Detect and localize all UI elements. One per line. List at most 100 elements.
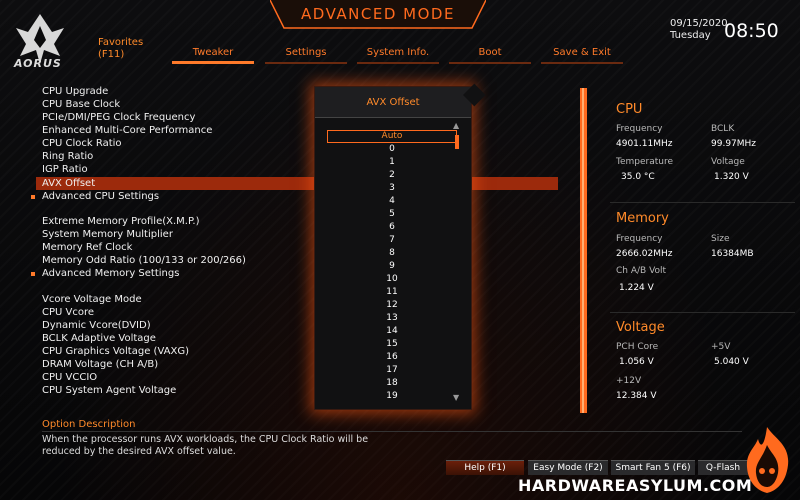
12v-label: +12V xyxy=(616,376,642,386)
cpu-temperature-value: 35.0 °C xyxy=(621,172,655,182)
scroll-up-arrow-icon[interactable]: ▲ xyxy=(453,121,460,130)
setting-bclk-adaptive[interactable]: BCLK Adaptive Voltage xyxy=(42,333,156,344)
setting-vcore-mode[interactable]: Vcore Voltage Mode xyxy=(42,294,142,305)
section-divider xyxy=(610,202,795,203)
option-description-title: Option Description xyxy=(42,419,136,430)
option-11[interactable]: 11 xyxy=(386,287,398,297)
option-5[interactable]: 5 xyxy=(389,209,395,219)
setting-igp-ratio[interactable]: IGP Ratio xyxy=(42,164,88,175)
scrollbar-thumb[interactable] xyxy=(455,135,459,149)
tab-boot-underline xyxy=(449,62,531,64)
setting-dynamic-vcore[interactable]: Dynamic Vcore(DVID) xyxy=(42,320,151,331)
watermark-text: HARDWAREASYLUM.COM xyxy=(518,476,753,495)
setting-cpu-vccio[interactable]: CPU VCCIO xyxy=(42,372,98,383)
tab-tweaker[interactable]: Tweaker xyxy=(192,47,234,58)
memory-size-label: Size xyxy=(711,234,730,244)
option-13[interactable]: 13 xyxy=(386,313,398,323)
option-7[interactable]: 7 xyxy=(389,235,395,245)
section-divider xyxy=(610,312,795,313)
option-19[interactable]: 19 xyxy=(386,391,398,401)
option-15[interactable]: 15 xyxy=(386,339,398,349)
description-divider xyxy=(42,431,742,432)
voltage-section-title: Voltage xyxy=(616,320,665,335)
option-16[interactable]: 16 xyxy=(386,352,398,362)
title-frame xyxy=(270,0,486,29)
setting-dram-voltage[interactable]: DRAM Voltage (CH A/B) xyxy=(42,359,159,370)
favorites-label: Favorites xyxy=(98,37,144,48)
5v-value: 5.040 V xyxy=(714,357,749,367)
favorites-key: (F11) xyxy=(98,49,125,60)
tab-boot[interactable]: Boot xyxy=(478,47,502,58)
tab-save-exit[interactable]: Save & Exit xyxy=(553,47,611,58)
option-4[interactable]: 4 xyxy=(389,196,395,206)
setting-cpu-upgrade[interactable]: CPU Upgrade xyxy=(42,86,109,97)
option-10[interactable]: 10 xyxy=(386,274,398,284)
memory-ch-volt-label: Ch A/B Volt xyxy=(616,266,667,276)
q-flash-button[interactable]: Q-Flash xyxy=(698,460,748,475)
setting-memory-ref-clock[interactable]: Memory Ref Clock xyxy=(42,242,133,253)
easy-mode-button[interactable]: Easy Mode (F2) xyxy=(528,460,608,475)
pch-core-value: 1.056 V xyxy=(619,357,654,367)
description-line: reduced by the desired AVX offset value. xyxy=(42,446,236,457)
setting-cpu-clock-ratio[interactable]: CPU Clock Ratio xyxy=(42,138,122,149)
option-12[interactable]: 12 xyxy=(386,300,398,310)
setting-cpu-vcore[interactable]: CPU Vcore xyxy=(42,307,95,318)
setting-system-agent[interactable]: CPU System Agent Voltage xyxy=(42,385,177,396)
page-title: ADVANCED MODE xyxy=(301,5,455,23)
tab-settings-underline xyxy=(265,62,347,64)
favorites-tab[interactable]: Favorites (F11) xyxy=(98,37,143,61)
cpu-frequency-label: Frequency xyxy=(616,124,663,134)
5v-label: +5V xyxy=(711,342,731,352)
smart-fan-button[interactable]: Smart Fan 5 (F6) xyxy=(611,460,695,475)
monitor-accent-highlight xyxy=(582,88,584,413)
header: AORUS ADVANCED MODE 09/15/2020 Tuesday 0… xyxy=(0,0,800,72)
option-18[interactable]: 18 xyxy=(386,378,398,388)
popup-header: AVX Offset xyxy=(315,87,471,118)
setting-ring-ratio[interactable]: Ring Ratio xyxy=(42,151,94,162)
setting-vaxg[interactable]: CPU Graphics Voltage (VAXG) xyxy=(42,346,189,357)
tab-tweaker-underline xyxy=(172,61,254,64)
setting-multicore-perf[interactable]: Enhanced Multi-Core Performance xyxy=(42,125,213,136)
option-8[interactable]: 8 xyxy=(389,248,395,258)
setting-memory-multiplier[interactable]: System Memory Multiplier xyxy=(42,229,173,240)
cpu-section-title: CPU xyxy=(616,102,643,117)
scroll-down-arrow-icon[interactable]: ▼ xyxy=(453,393,460,402)
option-2[interactable]: 2 xyxy=(389,170,395,180)
cpu-bclk-value: 99.97MHz xyxy=(711,139,757,149)
cpu-temperature-label: Temperature xyxy=(616,157,674,167)
submenu-advanced-memory[interactable]: Advanced Memory Settings xyxy=(30,268,180,279)
submenu-advanced-cpu[interactable]: Advanced CPU Settings xyxy=(30,191,160,202)
cpu-voltage-label: Voltage xyxy=(711,157,745,167)
aorus-eagle-logo xyxy=(16,14,64,64)
cpu-voltage-value: 1.320 V xyxy=(714,172,749,182)
option-9[interactable]: 9 xyxy=(389,261,395,271)
tab-settings[interactable]: Settings xyxy=(285,47,327,58)
memory-size-value: 16384MB xyxy=(711,249,754,259)
setting-avx-offset[interactable]: AVX Offset xyxy=(36,177,558,190)
setting-cpu-base-clock[interactable]: CPU Base Clock xyxy=(42,99,121,110)
memory-section-title: Memory xyxy=(616,211,669,226)
help-button[interactable]: Help (F1) xyxy=(446,460,524,475)
option-0[interactable]: 0 xyxy=(389,144,395,154)
date-text: 09/15/2020 xyxy=(670,18,728,29)
option-14[interactable]: 14 xyxy=(386,326,398,336)
setting-pcie-clock[interactable]: PCIe/DMI/PEG Clock Frequency xyxy=(42,112,196,123)
option-6[interactable]: 6 xyxy=(389,222,395,232)
description-line: When the processor runs AVX workloads, t… xyxy=(42,434,369,445)
setting-memory-odd-ratio[interactable]: Memory Odd Ratio (100/133 or 200/266) xyxy=(42,255,246,266)
popup-title: AVX Offset xyxy=(366,97,420,108)
setting-xmp[interactable]: Extreme Memory Profile(X.M.P.) xyxy=(42,216,200,227)
option-auto[interactable]: Auto xyxy=(327,130,457,143)
avx-offset-popup: AVX Offset ▲ ▼ Auto 0 1 2 3 4 5 6 7 8 9 … xyxy=(314,83,486,410)
memory-frequency-value: 2666.02MHz xyxy=(616,249,673,259)
tab-system-info-underline xyxy=(357,62,439,64)
12v-value: 12.384 V xyxy=(616,391,657,401)
brand-name: AORUS xyxy=(14,57,62,70)
date-display: 09/15/2020 Tuesday xyxy=(670,18,728,42)
option-3[interactable]: 3 xyxy=(389,183,395,193)
day-text: Tuesday xyxy=(670,30,711,41)
memory-ch-volt-value: 1.224 V xyxy=(619,283,654,293)
option-1[interactable]: 1 xyxy=(389,157,395,167)
option-17[interactable]: 17 xyxy=(386,365,398,375)
tab-system-info[interactable]: System Info. xyxy=(366,47,430,58)
